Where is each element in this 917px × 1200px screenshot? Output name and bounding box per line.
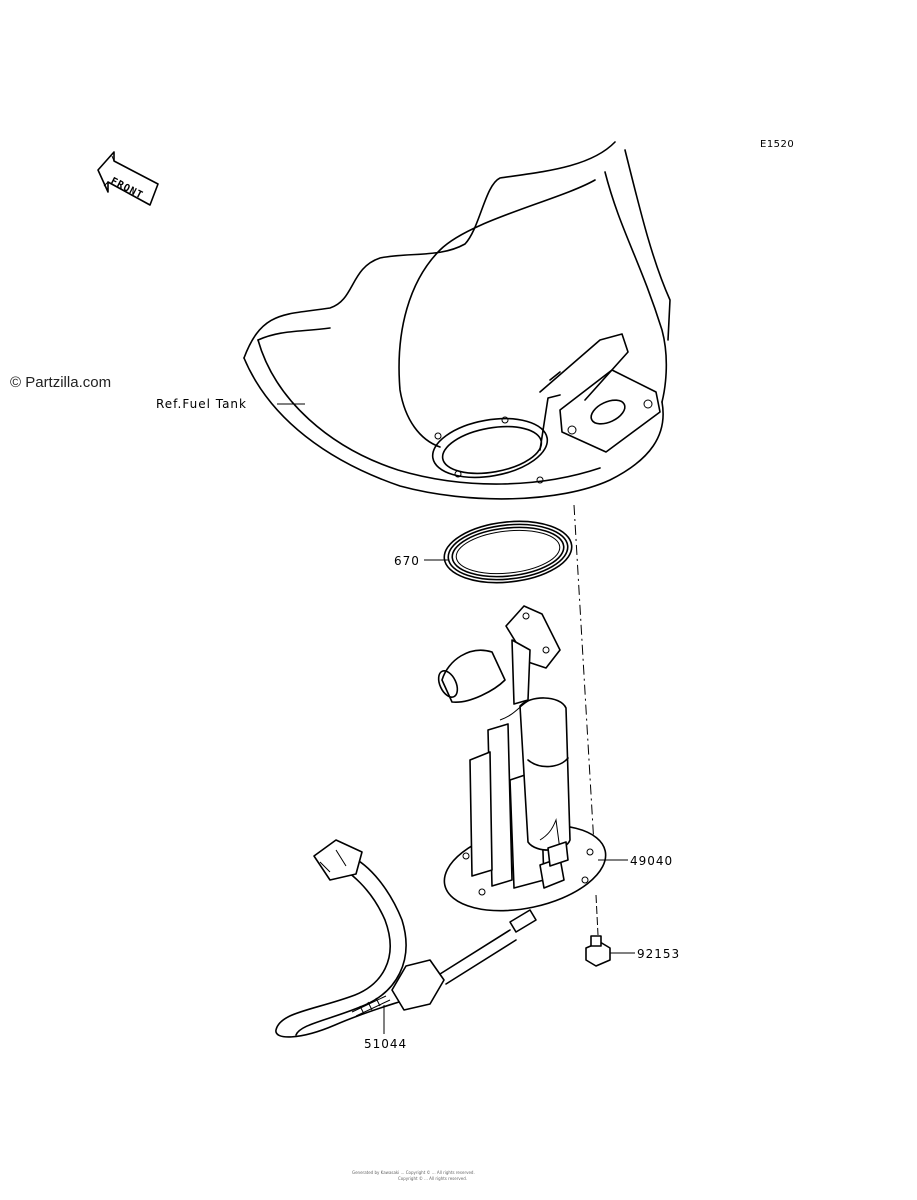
watermark: © Partzilla.com: [10, 374, 111, 391]
callout-51044: 51044: [364, 1005, 407, 1051]
gasket-ring: [443, 520, 573, 584]
label-49040: 49040: [630, 854, 673, 868]
callout-670: 670: [394, 554, 448, 568]
label-670: 670: [394, 554, 420, 568]
label-ref-fuel-tank: Ref.Fuel Tank: [156, 397, 247, 411]
footer-line-2: Copyright © ... All rights reserved.: [398, 1176, 467, 1181]
callout-49040: 49040: [598, 854, 673, 868]
diagram-code: E1520: [760, 139, 794, 150]
front-arrow-icon: FRONT: [97, 151, 159, 206]
fuel-pump-assembly: [437, 605, 607, 933]
label-51044: 51044: [364, 1037, 407, 1051]
callout-ref-fuel-tank: Ref.Fuel Tank: [156, 397, 305, 411]
callout-92153: 92153: [610, 947, 680, 961]
label-92153: 92153: [637, 947, 680, 961]
bolt: [585, 935, 611, 967]
fuel-hose: [275, 839, 517, 1038]
footer-line-1: Generated by Kawasaki ... Copyright © ..…: [352, 1170, 475, 1175]
fuel-tank: [243, 141, 671, 500]
